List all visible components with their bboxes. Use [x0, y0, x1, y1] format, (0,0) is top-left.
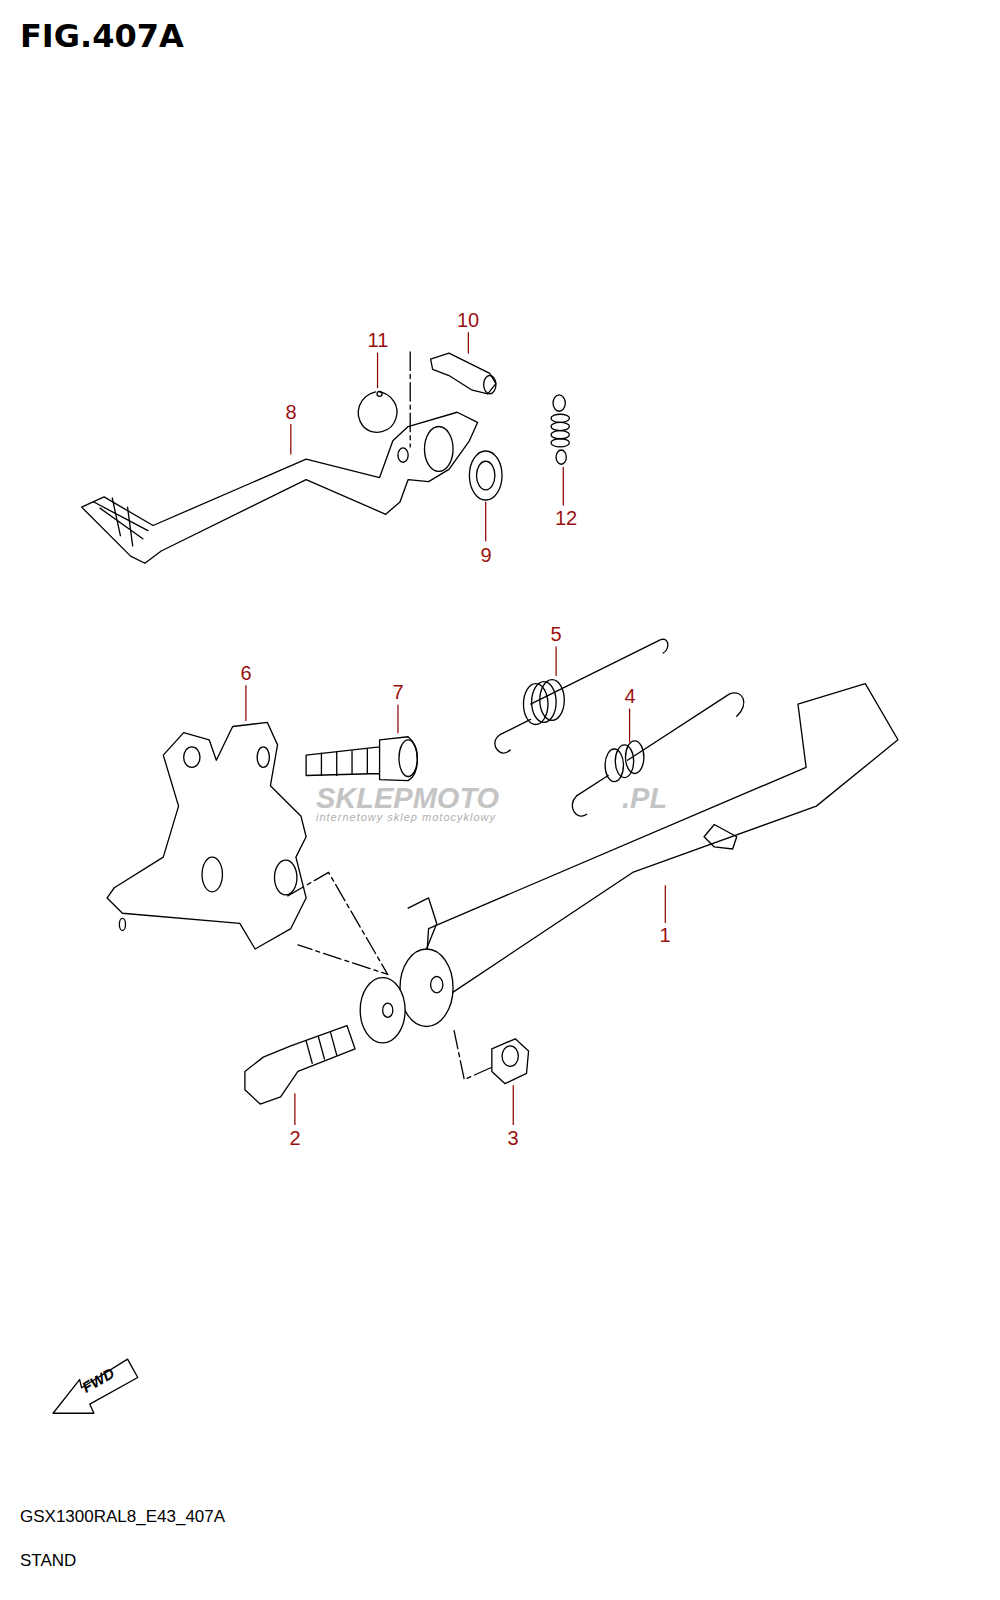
callout-number: 12 — [555, 508, 577, 528]
nut — [492, 1039, 529, 1084]
bolt — [306, 737, 417, 781]
figure-title: FIG.407A — [20, 20, 184, 52]
figure-caption: STAND — [20, 1552, 76, 1569]
callout-number: 10 — [457, 310, 479, 330]
spring — [551, 395, 569, 464]
callout-number: 9 — [480, 545, 491, 565]
circlip — [358, 392, 397, 432]
callout-number: 8 — [285, 402, 296, 422]
callout-number: 6 — [240, 663, 251, 683]
callout-number: 3 — [507, 1128, 518, 1148]
drawing-code: GSX1300RAL8_E43_407A — [20, 1508, 225, 1525]
pin — [431, 353, 496, 394]
watermark-tagline: internetowy sklep motocyklowy — [316, 812, 496, 823]
callout-number: 5 — [550, 624, 561, 644]
leader-lines — [246, 333, 665, 1125]
callout-number: 1 — [659, 925, 670, 945]
callout-number: 2 — [289, 1128, 300, 1148]
watermark: .PL — [622, 784, 667, 813]
watermark: SKLEPMOTO — [316, 784, 499, 813]
callout-number: 4 — [624, 686, 635, 706]
side-stand — [423, 684, 897, 1011]
washer — [469, 451, 502, 500]
spring — [572, 693, 743, 816]
spring — [495, 639, 668, 753]
brake-pedal — [82, 412, 478, 563]
bolt — [245, 1026, 355, 1105]
bracket — [107, 722, 306, 949]
callout-number: 11 — [368, 330, 389, 350]
callout-number: 7 — [392, 682, 403, 702]
fwd-arrow — [53, 1359, 138, 1413]
